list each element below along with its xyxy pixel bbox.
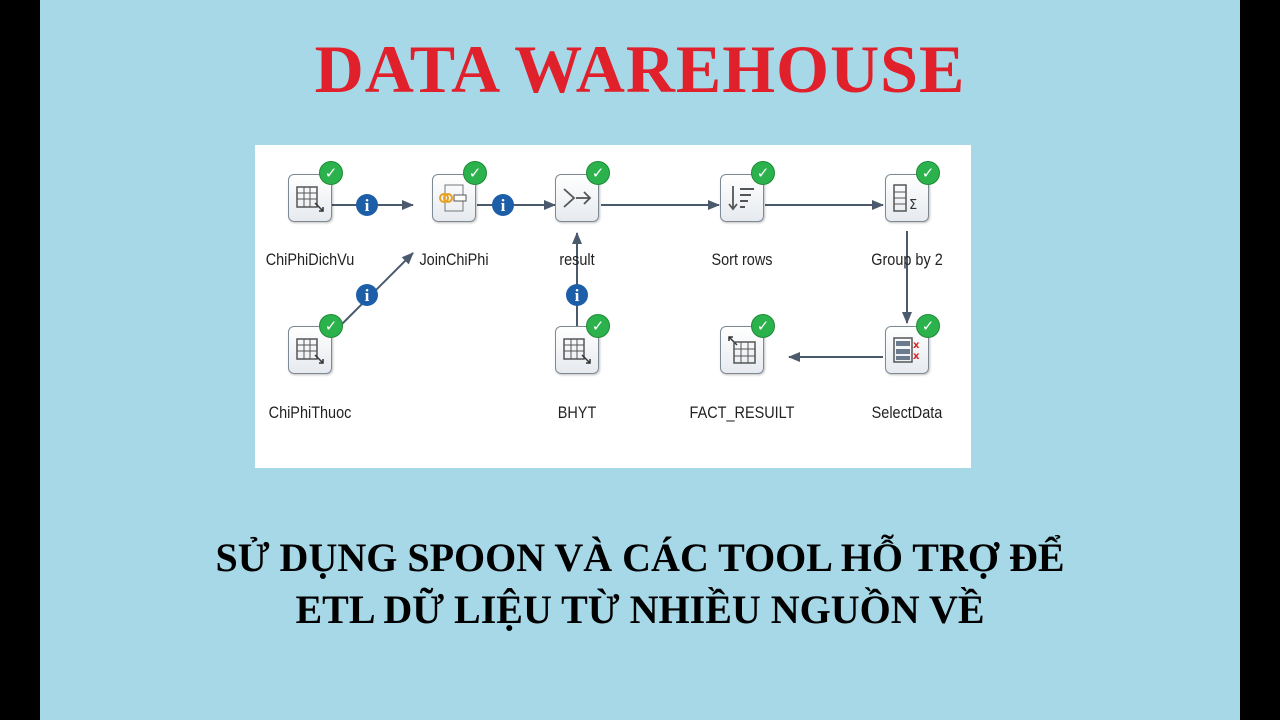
svg-text:i: i <box>365 286 370 305</box>
table-output-icon <box>728 336 756 364</box>
step-sortrows[interactable] <box>720 174 764 222</box>
success-check-icon: ✓ <box>463 161 487 185</box>
table-input-icon <box>563 338 591 364</box>
step-label-factresult: FACT_RESUILT <box>689 403 795 422</box>
transformation-canvas[interactable]: i i i i ✓ ChiPhiDichV <box>255 145 971 468</box>
svg-text:i: i <box>365 196 370 215</box>
step-label-selectdata: SelectData <box>871 403 943 422</box>
svg-text:x: x <box>913 340 920 351</box>
success-check-icon: ✓ <box>751 314 775 338</box>
success-check-icon: ✓ <box>586 161 610 185</box>
slide-background: DATA WAREHOUSE <box>40 0 1240 720</box>
svg-text:Σ: Σ <box>909 198 917 213</box>
step-label-bhyt: BHYT <box>557 403 597 422</box>
svg-text:x: x <box>913 351 920 362</box>
step-label-joinchiphi: JoinChiPhi <box>419 250 489 269</box>
step-label-chiphidichvu: ChiPhiDichVu <box>265 250 355 269</box>
append-streams-icon <box>563 188 592 208</box>
svg-text:i: i <box>575 286 580 305</box>
success-check-icon: ✓ <box>319 314 343 338</box>
success-check-icon: ✓ <box>916 314 940 338</box>
table-input-icon <box>296 338 324 364</box>
merge-join-icon <box>439 184 467 212</box>
success-check-icon: ✓ <box>586 314 610 338</box>
group-by-icon: Σ <box>893 184 917 213</box>
success-check-icon: ✓ <box>319 161 343 185</box>
step-label-result: result <box>559 250 595 269</box>
step-label-chiphithuoc: ChiPhiThuoc <box>268 403 352 422</box>
hops-layer: i i i i <box>330 194 912 362</box>
hop-info-icon[interactable]: i <box>356 284 378 306</box>
step-label-sortrows: Sort rows <box>711 250 773 269</box>
page-title: DATA WAREHOUSE <box>314 31 966 107</box>
hop-info-icon[interactable]: i <box>356 194 378 216</box>
subtitle-line-2: ETL DỮ LIỆU TỪ NHIỀU NGUỒN VỀ <box>295 587 985 632</box>
success-check-icon: ✓ <box>916 161 940 185</box>
success-check-icon: ✓ <box>751 161 775 185</box>
sort-rows-icon <box>728 186 754 211</box>
svg-text:i: i <box>501 196 506 215</box>
select-values-icon: x x <box>893 337 920 363</box>
subtitle-line-1: SỬ DỤNG SPOON VÀ CÁC TOOL HỖ TRỢ ĐỂ <box>215 535 1065 580</box>
table-input-icon <box>296 186 324 212</box>
hop-info-icon[interactable]: i <box>492 194 514 216</box>
step-label-groupby: Group by 2 <box>871 250 943 269</box>
hop-info-icon[interactable]: i <box>566 284 588 306</box>
